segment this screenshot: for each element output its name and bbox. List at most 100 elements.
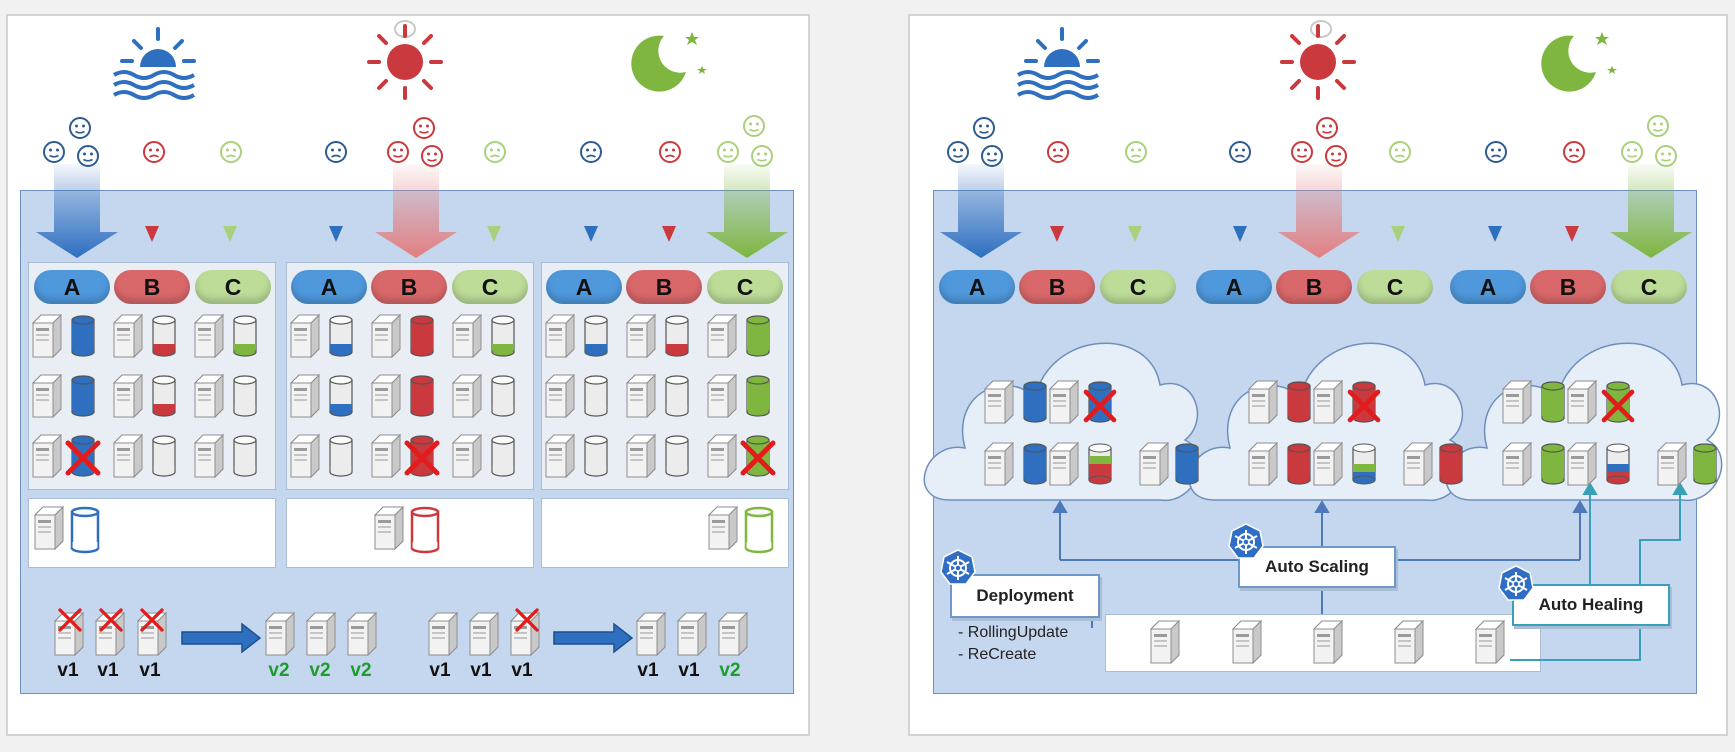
database-cylinder-icon	[1541, 443, 1565, 485]
server-icon	[707, 374, 737, 418]
database-cylinder-icon	[329, 315, 353, 357]
nodes-layer	[32, 314, 1717, 664]
pill-c: C	[1357, 270, 1433, 304]
version-label: v1	[429, 660, 451, 681]
database-cylinder-icon	[1606, 443, 1630, 485]
kubernetes-icon	[940, 549, 976, 585]
server-icon	[626, 434, 656, 478]
server-icon	[718, 612, 748, 656]
server-icon	[1150, 620, 1180, 664]
server-icon	[32, 434, 62, 478]
database-cylinder-icon	[329, 375, 353, 417]
x-mark-icon	[99, 608, 123, 632]
server-icon	[677, 612, 707, 656]
pill-a: A	[1196, 270, 1272, 304]
server-icon	[371, 434, 401, 478]
server-icon	[545, 314, 575, 358]
server-icon	[113, 434, 143, 478]
server-icon	[545, 374, 575, 418]
database-cylinder-icon	[1352, 443, 1376, 485]
server-icon	[452, 434, 482, 478]
traffic-arrows	[940, 142, 1692, 258]
server-icon	[1313, 442, 1343, 486]
server-icon	[1313, 380, 1343, 424]
server-icon	[374, 506, 404, 550]
deployment-strategy: - ReCreate	[958, 646, 1037, 663]
database-cylinder-icon	[410, 506, 440, 554]
pill-c: C	[452, 270, 528, 304]
database-cylinder-icon	[1088, 443, 1112, 485]
server-icon	[32, 374, 62, 418]
server-icon	[306, 612, 336, 656]
server-icon	[32, 314, 62, 358]
server-icon	[626, 374, 656, 418]
server-icon	[469, 612, 499, 656]
version-label: v1	[57, 660, 79, 681]
server-icon	[290, 314, 320, 358]
pill-a: A	[546, 270, 622, 304]
server-icon	[1403, 442, 1433, 486]
version-label: v1	[470, 660, 492, 681]
database-cylinder-icon	[233, 435, 257, 477]
server-icon	[1394, 620, 1424, 664]
database-cylinder-icon	[1439, 443, 1463, 485]
database-cylinder-icon	[665, 315, 689, 357]
server-icon	[371, 314, 401, 358]
spare-box-noon	[286, 498, 534, 568]
kubernetes-icon	[1498, 565, 1534, 601]
database-cylinder-icon	[1023, 381, 1047, 423]
server-icon	[1502, 442, 1532, 486]
server-icon	[113, 314, 143, 358]
server-icon	[708, 506, 738, 550]
server-icon	[1248, 442, 1278, 486]
server-icon	[1139, 442, 1169, 486]
pill-b: B	[1276, 270, 1352, 304]
database-cylinder-icon	[70, 506, 100, 554]
version-label: v2	[350, 660, 372, 681]
x-mark-icon	[1601, 389, 1635, 423]
server-icon	[194, 374, 224, 418]
database-cylinder-icon	[71, 375, 95, 417]
healing-lines	[1510, 482, 1688, 661]
database-cylinder-icon	[1287, 443, 1311, 485]
database-cylinder-icon	[746, 315, 770, 357]
server-icon	[707, 314, 737, 358]
server-icon	[290, 434, 320, 478]
sun-icon	[367, 24, 443, 100]
server-icon	[984, 380, 1014, 424]
x-mark-icon	[515, 608, 539, 632]
server-icon	[636, 612, 666, 656]
pill-b: B	[114, 270, 190, 304]
database-cylinder-icon	[665, 435, 689, 477]
database-cylinder-icon	[584, 315, 608, 357]
panel-handle[interactable]	[1310, 20, 1332, 38]
x-mark-icon	[1347, 389, 1381, 423]
pill-b: B	[1019, 270, 1095, 304]
server-icon	[1475, 620, 1505, 664]
database-cylinder-icon	[152, 315, 176, 357]
server-icon	[1049, 380, 1079, 424]
pill-b: B	[371, 270, 447, 304]
server-icon	[1567, 442, 1597, 486]
server-icon	[194, 314, 224, 358]
database-cylinder-icon	[1541, 381, 1565, 423]
pill-b: B	[1530, 270, 1606, 304]
server-icon	[545, 434, 575, 478]
sunrise-icon	[112, 27, 196, 100]
server-icon	[371, 374, 401, 418]
x-mark-icon	[65, 440, 101, 476]
deployment-strategy: - RollingUpdate	[958, 624, 1069, 641]
moon-icon	[631, 32, 707, 92]
server-icon	[290, 374, 320, 418]
pill-a: A	[291, 270, 367, 304]
sun-icon	[1280, 24, 1356, 100]
server-icon	[34, 506, 64, 550]
version-label: v2	[268, 660, 290, 681]
database-cylinder-icon	[491, 375, 515, 417]
database-cylinder-icon	[1023, 443, 1047, 485]
server-icon	[984, 442, 1014, 486]
server-icon	[113, 374, 143, 418]
version-label: v1	[637, 660, 659, 681]
database-cylinder-icon	[233, 315, 257, 357]
